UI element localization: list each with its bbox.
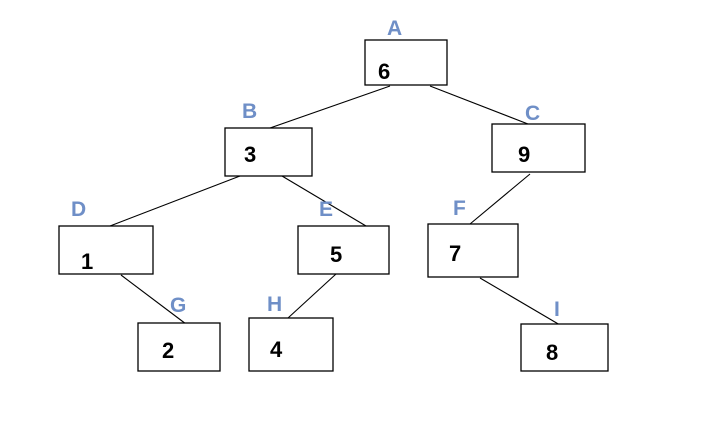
edge-c-f [469, 173, 531, 225]
edge-b-d [109, 175, 241, 227]
node-value-i: 8 [546, 340, 558, 365]
tree-node-e: E 5 [297, 198, 390, 275]
edge-b-e [281, 175, 367, 227]
node-value-h: 4 [270, 337, 283, 362]
node-value-d: 1 [81, 249, 93, 274]
edge-a-b [269, 85, 391, 129]
tree-node-d: D 1 [58, 198, 154, 275]
node-box-d [58, 225, 154, 275]
tree-node-f: F 7 [427, 197, 519, 278]
node-box-a [364, 39, 448, 86]
node-box-h [248, 317, 334, 372]
node-value-c: 9 [518, 142, 530, 167]
node-box-i [520, 323, 609, 372]
node-letter-d: D [71, 198, 86, 221]
node-letter-g: G [170, 294, 186, 317]
node-value-b: 3 [244, 142, 256, 167]
tree-node-a: A 6 [364, 17, 448, 86]
node-box-c [491, 123, 586, 173]
edges-layer [109, 85, 561, 326]
node-value-a: 6 [378, 59, 390, 84]
node-letter-i: I [554, 298, 560, 321]
tree-node-g: G 2 [137, 294, 221, 372]
tree-node-c: C 9 [491, 102, 586, 173]
node-letter-f: F [453, 197, 466, 220]
node-letter-c: C [525, 102, 540, 125]
node-box-b [224, 127, 313, 177]
node-box-f [427, 223, 519, 278]
node-value-e: 5 [330, 242, 342, 267]
tree-node-i: I 8 [520, 298, 609, 372]
node-letter-a: A [387, 17, 402, 40]
node-letter-b: B [242, 100, 257, 123]
edge-f-i [479, 277, 561, 326]
node-letter-e: E [319, 198, 333, 221]
node-box-g [137, 322, 221, 372]
tree-node-h: H 4 [248, 293, 334, 372]
node-value-f: 7 [449, 241, 461, 266]
tree-node-b: B 3 [224, 100, 313, 177]
edge-a-c [429, 85, 529, 125]
node-box-e [297, 225, 390, 275]
edge-e-h [287, 273, 337, 319]
node-value-g: 2 [162, 338, 174, 363]
edge-d-g [120, 274, 187, 325]
node-letter-h: H [267, 293, 282, 316]
